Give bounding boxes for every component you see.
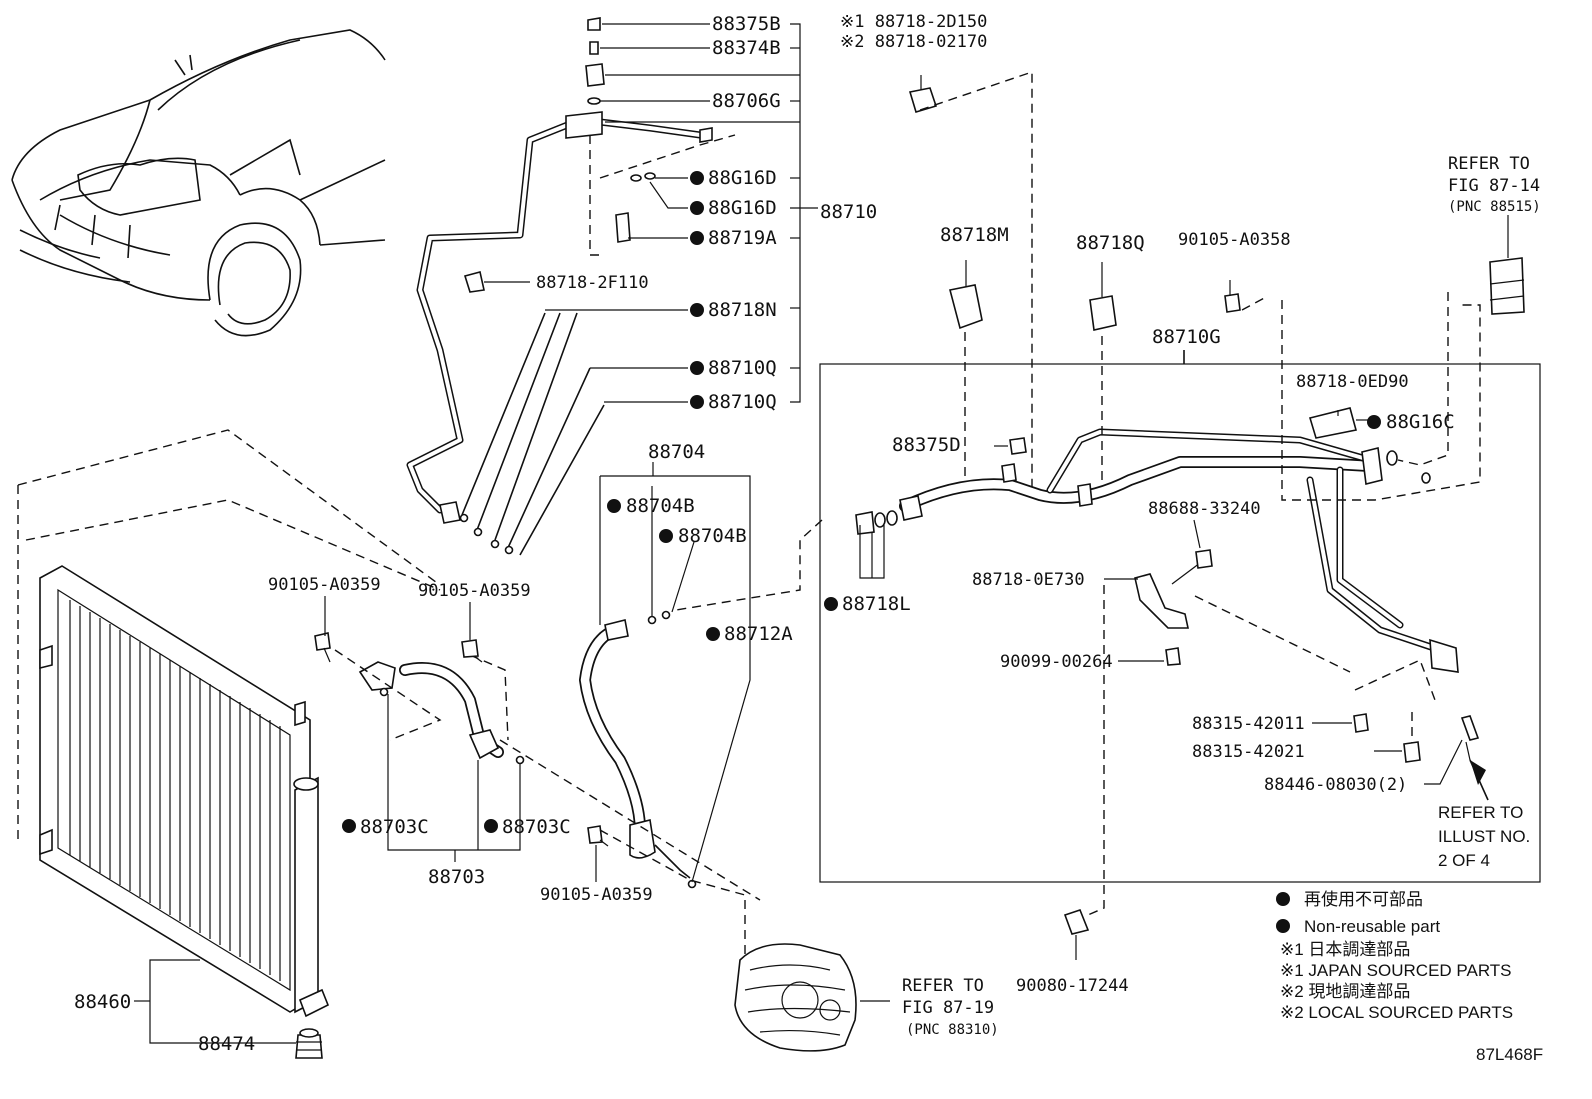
label-88G16C: 88G16C [1386,411,1455,433]
liquid-pipe [406,111,736,556]
label-88719A: 88719A [708,227,777,249]
leader-lines [134,23,1463,1044]
part-labels: 88375B 88374B 88706G 88G16D 88G16D 88710… [74,12,1543,1064]
discharge-hose [334,649,509,760]
legend-local-jp: ※2 現地調達部品 [1280,982,1410,1001]
label-88710Q: 88710Q [708,357,777,379]
label-88688-33240: 88688-33240 [1148,499,1261,519]
label-88718N: 88718N [708,299,777,321]
label-88718Q: 88718Q [1076,232,1145,254]
label-88375D: 88375D [892,434,961,456]
valve-parts [463,17,656,293]
o-rings [379,513,697,889]
label-88718-0E730: 88718-0E730 [972,570,1085,590]
refer-illust: ILLUST NO. [1438,827,1530,846]
label-90080-17244: 90080-17244 [1016,976,1129,996]
label-88G16D: 88G16D [708,197,777,219]
legend-nonreuse-en: Non-reusable part [1304,917,1440,936]
label-88704: 88704 [648,441,705,463]
label-88446-08030: 88446-08030(2) [1264,775,1407,795]
compressor [734,943,857,1052]
label-90105-A0358: 90105-A0358 [1178,230,1291,250]
suction-hose [499,619,761,960]
legend-local-en: ※2 LOCAL SOURCED PARTS [1280,1003,1513,1022]
box-hardware [855,407,1489,801]
label-88712A: 88712A [724,623,793,645]
label-88718L: 88718L [842,593,911,615]
label-88718-0ED90: 88718-0ED90 [1296,372,1409,392]
label-88704B: 88704B [678,525,747,547]
label-90105-A0359: 90105-A0359 [268,575,381,595]
label-88474: 88474 [198,1033,255,1055]
label-88718-2F110: 88718-2F110 [536,273,649,293]
label-88315-42011: 88315-42011 [1192,714,1305,734]
label-88706G: 88706G [712,90,781,112]
legend-japan-en: ※1 JAPAN SOURCED PARTS [1280,961,1512,980]
label-88375B: 88375B [712,13,781,35]
refer-fig-87-19: REFER TO [902,976,984,996]
label-88460: 88460 [74,991,131,1013]
refer-pnc-88515: (PNC 88515) [1448,199,1541,215]
refer-pnc-88310: (PNC 88310) [906,1022,999,1038]
vehicle-sketch [11,29,386,337]
label-88710G: 88710G [1152,326,1221,348]
refer-fig-87-14: REFER TO [1448,154,1530,174]
label-90105-A0359: 90105-A0359 [418,581,531,601]
refer-fig-87-14: FIG 87-14 [1448,176,1540,196]
figure-code: 87L468F [1476,1045,1543,1064]
condenser [17,429,441,1018]
bolt-icon [314,632,609,847]
label-88G16D: 88G16D [708,167,777,189]
non-reusable-markers [342,171,1381,933]
legend: 再使用不可部品 Non-reusable part ※1 日本調達部品 ※1 J… [1280,889,1513,1022]
legend-nonreuse-jp: 再使用不可部品 [1304,889,1423,909]
label-88703C: 88703C [502,816,571,838]
drain-plug [295,1028,323,1059]
label-88704B: 88704B [626,495,695,517]
label-88315-42021: 88315-42021 [1192,742,1305,762]
label-88710Q: 88710Q [708,391,777,413]
clamp-icon [949,215,1525,331]
note-local-part: ※2 88718-02170 [840,32,987,52]
refer-illust: REFER TO [1438,803,1523,822]
label-88703: 88703 [428,866,485,888]
pipe-assembly-box [675,292,1541,916]
label-90099-00264: 90099-00264 [1000,652,1113,672]
legend-japan-jp: ※1 日本調達部品 [1280,940,1410,959]
label-88718M: 88718M [940,224,1009,246]
label-88710: 88710 [820,201,877,223]
refer-illust: 2 OF 4 [1438,851,1490,870]
grommet-icon [1063,909,1090,960]
clamp-icon [908,71,1033,490]
refer-fig-87-19: FIG 87-19 [902,998,994,1018]
label-90105-A0359: 90105-A0359 [540,885,653,905]
label-88703C: 88703C [360,816,429,838]
label-88374B: 88374B [712,37,781,59]
note-japan-part: ※1 88718-2D150 [840,12,987,32]
